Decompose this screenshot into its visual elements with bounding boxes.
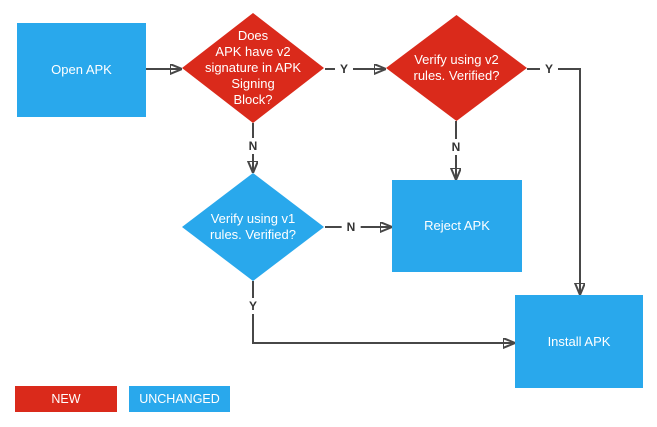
legend-item-new: NEW — [15, 386, 117, 412]
node-reject-apk: Reject APK — [392, 180, 522, 272]
node-open-apk: Open APK — [17, 23, 146, 117]
edge-label-v2check-no: N — [243, 138, 263, 154]
edge-label-v1verify-yes: Y — [243, 298, 263, 314]
node-install-apk: Install APK — [515, 295, 643, 388]
edge-label-v2check-yes: Y — [334, 61, 354, 77]
edge-label-v1verify-no: N — [341, 219, 361, 235]
edge-v1verify-yes-to-install — [252, 281, 514, 343]
edge-v2verify-yes-to-install — [527, 68, 580, 294]
edge-label-v2verify-yes: Y — [539, 61, 559, 77]
legend-item-unchanged: UNCHANGED — [129, 386, 230, 412]
edge-label-v2verify-no: N — [446, 139, 466, 155]
